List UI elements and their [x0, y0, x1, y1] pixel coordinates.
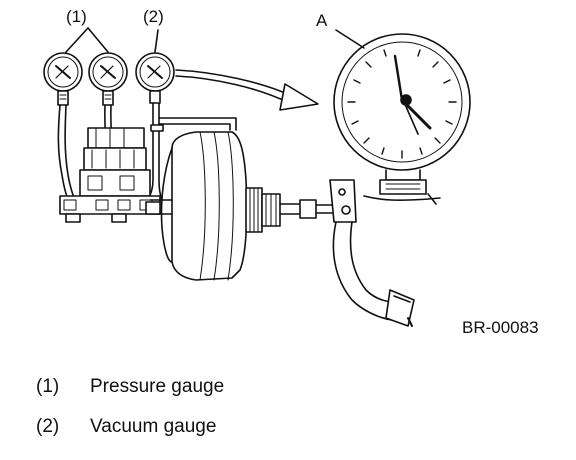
pressure-gauge-left: [43, 52, 83, 205]
detail-arrow: [175, 69, 319, 111]
detail-label: A: [316, 11, 328, 30]
vacuum-gauge-callout: (2): [143, 7, 164, 26]
legend-item-pressure-gauge: (1) Pressure gauge: [36, 376, 224, 398]
legend-number: (1): [36, 376, 60, 397]
push-rod: [245, 187, 333, 233]
brake-booster: [145, 131, 248, 281]
legend-text: Vacuum gauge: [90, 416, 217, 437]
pressure-gauge-callout-leaders: [65, 27, 109, 53]
vacuum-gauge-callout-leader: [154, 29, 159, 53]
legend-text: Pressure gauge: [90, 376, 225, 397]
pressure-gauge-callout: (1): [66, 7, 87, 26]
brake-pedal: [329, 179, 415, 327]
legend-item-vacuum-gauge: (2) Vacuum gauge: [36, 416, 216, 438]
master-cylinder: [59, 127, 161, 223]
legend-number: (2): [36, 416, 60, 437]
figure-code: BR-00083: [462, 318, 539, 337]
vacuum-gauge: [135, 52, 237, 201]
detail-gauge-a: [333, 29, 471, 205]
